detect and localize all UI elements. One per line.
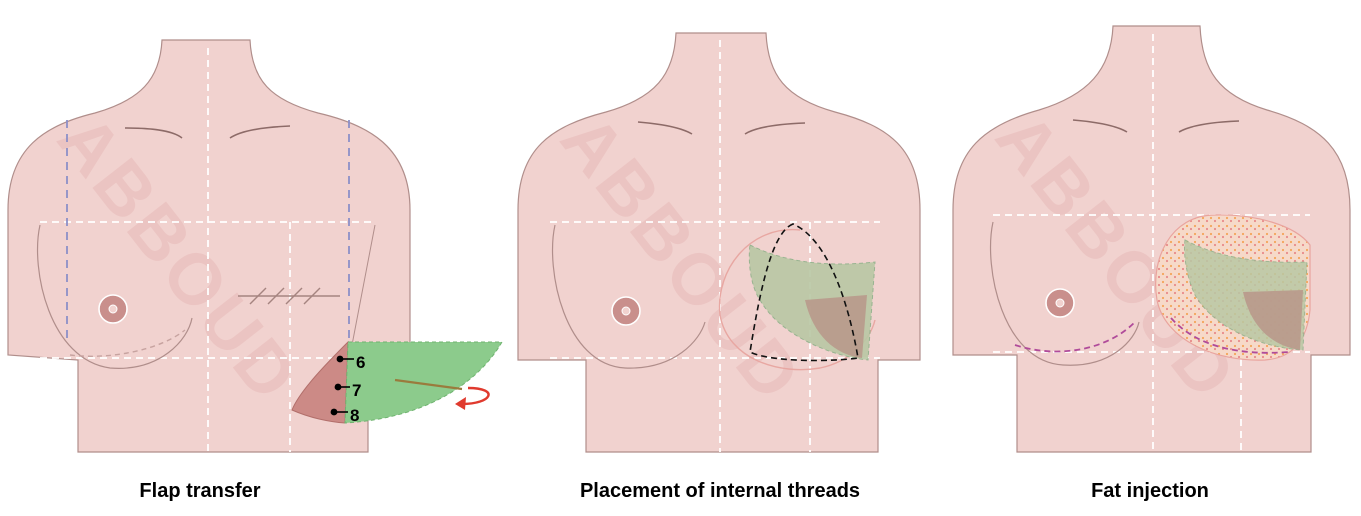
inset-deepithelialized: [805, 295, 867, 358]
right-injection-line: [1170, 317, 1291, 354]
left-nipple: [1055, 298, 1065, 308]
left-nipple: [108, 304, 118, 314]
rotation-arrowhead: [455, 397, 466, 410]
torso: [7, 39, 411, 453]
marker-8: 8: [330, 406, 359, 425]
right-clavicle: [229, 125, 291, 139]
marker-7: 7: [334, 381, 361, 400]
panel-fat-injection: ABBOUD Fat injection: [945, 0, 1355, 516]
mastectomy-scar: [238, 287, 340, 305]
right-clavicle: [744, 122, 806, 135]
internal-threads-illustration: ABBOUD: [517, 32, 921, 453]
rotation-arrow-icon: [461, 386, 490, 406]
svg-text:8: 8: [350, 406, 359, 425]
pedicle-line: [394, 378, 463, 391]
internal-thread-loop: [749, 223, 859, 362]
inset-deepithelialized: [1243, 290, 1303, 350]
caption-flap-transfer: Flap transfer: [139, 480, 261, 502]
panel-flap-transfer: ABBOUD: [0, 0, 520, 516]
left-clavicle: [124, 127, 183, 139]
left-breast-contour: [990, 221, 1140, 366]
svg-text:7: 7: [352, 381, 361, 400]
caption-fat-injection: Fat injection: [1091, 480, 1209, 502]
reference-guidelines: [40, 48, 410, 452]
left-nipple: [621, 306, 631, 316]
left-clavicle: [1072, 119, 1128, 133]
svg-text:6: 6: [356, 353, 365, 372]
marker-6: 6: [336, 353, 365, 372]
deepithelialized-flap: [291, 340, 349, 424]
right-clavicle: [1178, 120, 1240, 133]
left-injection-line: [1014, 321, 1136, 353]
caption-internal-threads: Placement of internal threads: [579, 480, 861, 502]
panel-internal-threads: ABBOUD Placement of internal threads: [510, 0, 930, 516]
left-breast-contour: [552, 224, 706, 369]
left-inframammary-dash: [69, 329, 186, 357]
thoracodorsal-flap: [344, 341, 503, 424]
left-clavicle: [637, 121, 693, 135]
blue-markings: [66, 120, 350, 345]
left-breast-contour: [37, 224, 193, 369]
flap-transfer-illustration: ABBOUD: [7, 39, 503, 453]
fat-injection-illustration: ABBOUD: [952, 25, 1351, 453]
